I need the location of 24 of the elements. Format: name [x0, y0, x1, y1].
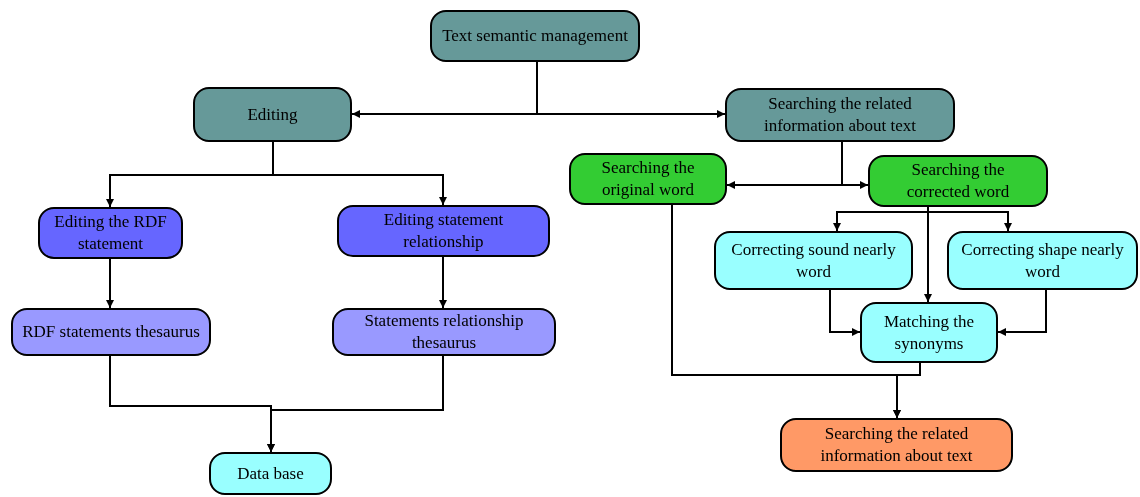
process-box: Statements relationship thesaurus — [332, 308, 556, 356]
process-box: RDF statements thesaurus — [11, 308, 211, 356]
process-box: Searching the corrected word — [868, 155, 1048, 207]
process-box: Editing statement relationship — [337, 205, 550, 257]
process-box: Data base — [209, 452, 332, 495]
arrow — [829, 289, 861, 336]
arrow — [536, 61, 726, 118]
process-box: Editing the RDF statement — [38, 207, 183, 259]
arrow — [267, 355, 444, 453]
process-box: Searching the related information about text — [780, 418, 1013, 472]
arrow — [439, 256, 447, 309]
process-box: Matching the synonyms — [860, 302, 998, 363]
arrow — [893, 362, 921, 419]
arrow — [106, 258, 114, 309]
arrow — [272, 141, 447, 206]
process-box: Searching the related information about text — [725, 88, 955, 142]
arrow — [924, 206, 932, 303]
process-box: Correcting sound nearly word — [714, 231, 913, 290]
arrow — [841, 141, 869, 189]
process-box: Editing — [193, 87, 352, 142]
process-box: Searching the original word — [569, 153, 727, 205]
process-box: Correcting shape nearly word — [947, 231, 1138, 290]
arrow — [997, 289, 1047, 336]
process-box: Text semantic management — [430, 10, 640, 62]
